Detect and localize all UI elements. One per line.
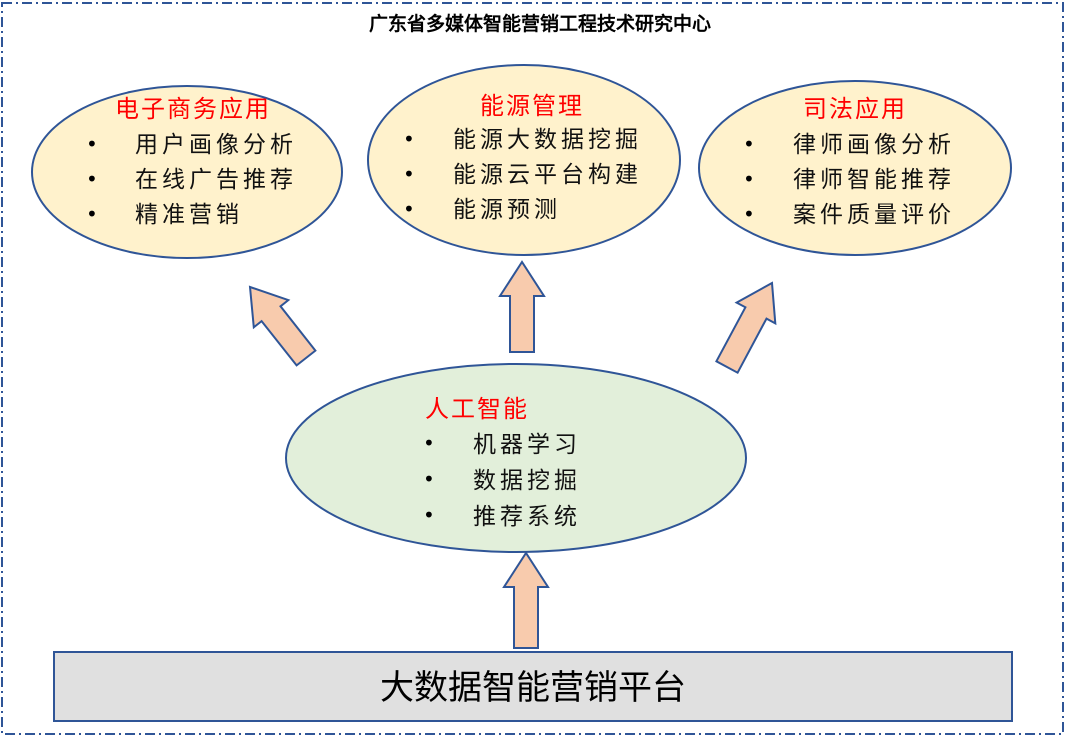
arrow-to-ai bbox=[502, 551, 550, 649]
arrow-to-judicial bbox=[715, 281, 777, 375]
node-title: 人工智能 bbox=[425, 395, 529, 423]
node-title: 电子商务应用 bbox=[115, 95, 271, 123]
bullet: • bbox=[403, 162, 415, 186]
page-title: 广东省多媒体智能营销工程技术研究中心 bbox=[369, 12, 711, 35]
bullet: • bbox=[423, 503, 435, 527]
node-title: 能源管理 bbox=[480, 92, 584, 120]
bullet: • bbox=[423, 431, 435, 455]
list-item: 能源大数据挖掘 bbox=[453, 127, 642, 153]
bullet: • bbox=[743, 132, 755, 156]
list-item: 机器学习 bbox=[473, 432, 581, 458]
bullet: • bbox=[423, 467, 435, 491]
judicial-node: 司法应用 • 律师画像分析 • 律师智能推荐 • 案件质量评价 bbox=[698, 80, 1012, 256]
list-item: 律师画像分析 bbox=[793, 132, 955, 158]
list-item: 在线广告推荐 bbox=[135, 167, 297, 193]
platform-box: 大数据智能营销平台 bbox=[53, 651, 1013, 722]
list-item: 能源预测 bbox=[453, 197, 561, 223]
ai-node: 人工智能 • 机器学习 • 数据挖掘 • 推荐系统 bbox=[285, 363, 747, 553]
bullet: • bbox=[743, 202, 755, 226]
list-item: 案件质量评价 bbox=[793, 202, 955, 228]
node-title: 司法应用 bbox=[803, 95, 907, 123]
bullet: • bbox=[743, 167, 755, 191]
list-item: 律师智能推荐 bbox=[793, 167, 955, 193]
arrow-to-energy bbox=[498, 260, 546, 353]
list-item: 能源云平台构建 bbox=[453, 162, 642, 188]
list-item: 精准营销 bbox=[135, 202, 243, 228]
energy-node: 能源管理 • 能源大数据挖掘 • 能源云平台构建 • 能源预测 bbox=[367, 64, 681, 256]
bullet: • bbox=[86, 132, 98, 156]
list-item: 用户画像分析 bbox=[135, 132, 297, 158]
list-item: 推荐系统 bbox=[473, 504, 581, 530]
ecommerce-node: 电子商务应用 • 用户画像分析 • 在线广告推荐 • 精准营销 bbox=[31, 85, 343, 259]
bullet: • bbox=[86, 202, 98, 226]
list-item: 数据挖掘 bbox=[473, 468, 581, 494]
bullet: • bbox=[403, 127, 415, 151]
bullet: • bbox=[86, 167, 98, 191]
bullet: • bbox=[403, 197, 415, 221]
arrow-to-ecommerce bbox=[248, 285, 317, 367]
platform-label: 大数据智能营销平台 bbox=[380, 668, 686, 708]
